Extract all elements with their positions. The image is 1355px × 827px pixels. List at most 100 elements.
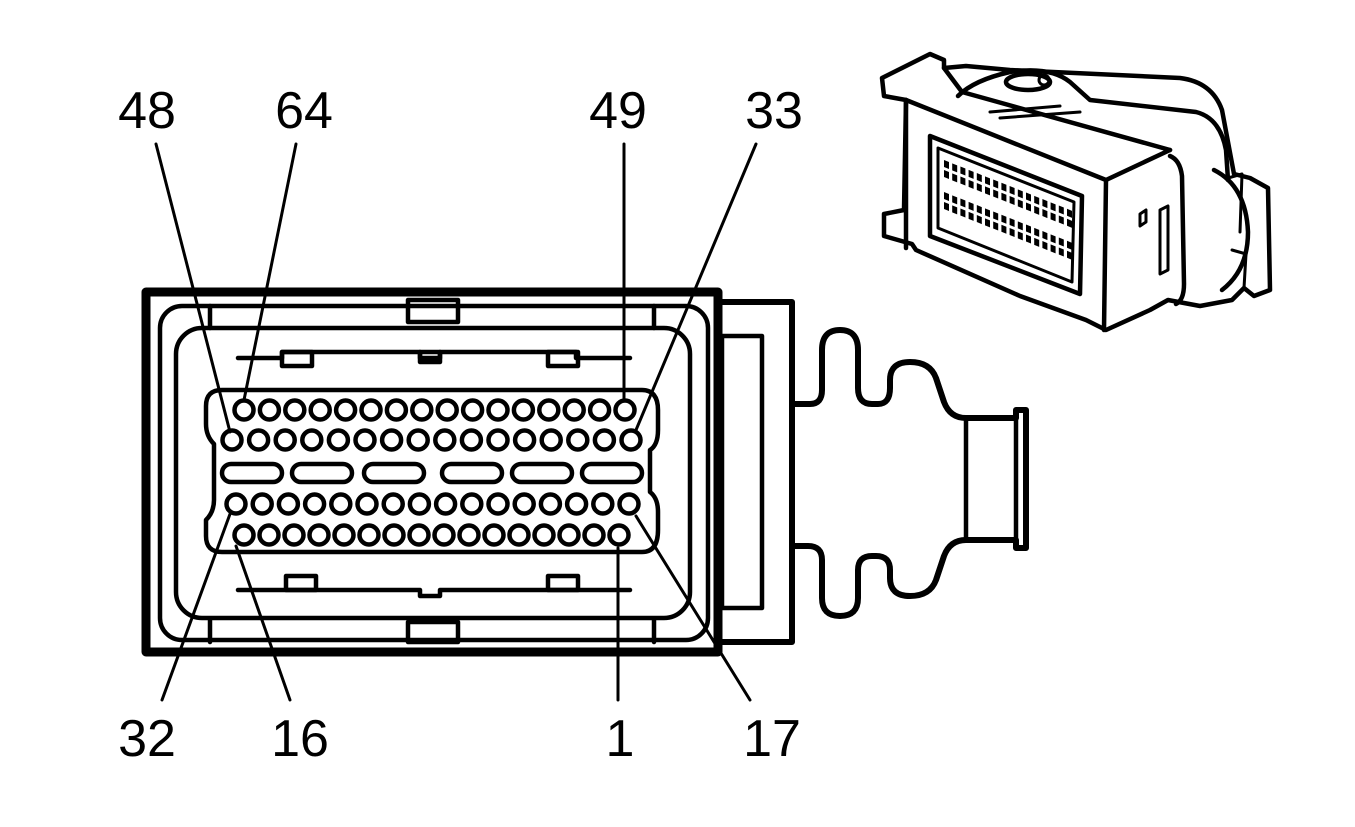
row-bottom-inner-pin-13 xyxy=(532,523,556,547)
iso-pin-4-11 xyxy=(1026,234,1031,244)
row-bottom-pin-10 xyxy=(460,492,484,516)
iso-side-notch xyxy=(1138,208,1148,228)
row-top-inner-pin-3 xyxy=(283,398,307,422)
row-bottom-inner-pin-9 xyxy=(432,523,456,547)
iso-pin-2-2 xyxy=(952,173,958,183)
bottom-latch-corners xyxy=(207,617,657,645)
row-bottom-pin-5 xyxy=(329,492,353,516)
iso-pin-1-10 xyxy=(1017,189,1023,199)
iso-pin-2-1 xyxy=(944,170,949,180)
iso-pin-3-16 xyxy=(1067,240,1072,250)
connector-seal-frame xyxy=(173,325,693,621)
row-top-pin-3 xyxy=(273,428,297,452)
iso-latch-pin xyxy=(1037,73,1051,87)
bottom-key-right xyxy=(545,573,581,593)
iso-pin-1-12 xyxy=(1034,195,1040,205)
iso-top-right-edge xyxy=(1103,147,1173,183)
row-top-inner-pin-16 xyxy=(613,398,637,422)
iso-pin-4-8 xyxy=(1001,224,1007,234)
row-top-inner-pin-15 xyxy=(587,398,612,422)
iso-pin-4-16 xyxy=(1067,250,1072,260)
iso-pin-3-2 xyxy=(952,195,958,205)
iso-face-inner xyxy=(936,146,1076,284)
iso-pin-3-13 xyxy=(1042,231,1048,241)
pin-row-bottom-inner xyxy=(232,523,631,547)
iso-pin-4-13 xyxy=(1042,241,1048,251)
keying-slot-3 xyxy=(361,461,427,485)
iso-pin-1-3 xyxy=(960,166,966,176)
row-top-inner-pin-2 xyxy=(257,398,282,422)
iso-pin-3-15 xyxy=(1058,237,1064,247)
iso-pin-1-11 xyxy=(1026,192,1031,202)
row-bottom-inner-pin-12 xyxy=(507,523,531,547)
iso-pin-3-11 xyxy=(1026,224,1031,234)
iso-pin-4-9 xyxy=(1009,228,1015,238)
connector-face xyxy=(141,287,723,657)
keying-slot-row xyxy=(219,461,645,485)
pin-row-top-inner xyxy=(232,398,637,422)
pin-label-64: 64 xyxy=(275,82,333,140)
leader-32 xyxy=(160,512,232,702)
row-bottom-pin-4 xyxy=(302,492,327,516)
leader-lines xyxy=(154,142,758,702)
iso-pin-1-7 xyxy=(993,179,999,189)
bottom-key-left xyxy=(283,573,319,593)
row-top-inner-pin-6 xyxy=(359,398,383,422)
iso-pin-1-13 xyxy=(1042,199,1048,209)
keying-slot-6 xyxy=(579,461,645,485)
row-top-pin-10 xyxy=(459,428,484,452)
iso-pin-1-8 xyxy=(1001,182,1007,192)
row-bottom-inner-pin-15 xyxy=(582,523,606,547)
keying-slot-5 xyxy=(509,461,575,485)
top-key-right xyxy=(545,349,581,369)
connector-isometric-view xyxy=(879,51,1273,333)
row-bottom-inner-pin-4 xyxy=(307,523,331,547)
row-bottom-pin-3 xyxy=(276,492,301,516)
row-top-pin-4 xyxy=(300,428,324,452)
row-top-pin-16 xyxy=(619,428,643,452)
row-top-inner-pin-8 xyxy=(410,398,434,422)
iso-pin-4-5 xyxy=(976,215,982,225)
pin-label-1: 1 xyxy=(606,710,635,768)
row-bottom-inner-pin-5 xyxy=(332,523,356,547)
iso-face-recess xyxy=(927,133,1085,297)
row-top-pin-6 xyxy=(353,428,377,452)
iso-pin-2-9 xyxy=(1009,196,1015,206)
top-key-center xyxy=(417,349,443,365)
row-bottom-pin-12 xyxy=(512,492,536,516)
row-bottom-pin-11 xyxy=(486,492,510,516)
row-bottom-pin-15 xyxy=(591,492,615,516)
row-top-pin-9 xyxy=(433,428,457,452)
iso-pin-1-4 xyxy=(968,169,974,179)
iso-pin-1-15 xyxy=(1058,205,1064,215)
row-bottom-inner-pin-6 xyxy=(357,523,381,547)
row-top-inner-pin-12 xyxy=(511,398,536,422)
iso-pin-4-2 xyxy=(952,205,958,215)
keying-slot-1 xyxy=(219,461,285,485)
pin-row-top xyxy=(220,428,643,452)
row-bottom-pin-7 xyxy=(381,492,405,516)
row-bottom-pin-2 xyxy=(250,492,274,516)
iso-pin-3-5 xyxy=(976,205,982,215)
iso-pin-2-7 xyxy=(993,189,999,199)
iso-pin-2-13 xyxy=(1042,209,1048,219)
top-latch-corners xyxy=(207,303,657,331)
pin-row-bottom xyxy=(224,492,641,516)
row-top-pin-13 xyxy=(539,428,563,452)
iso-pin-3-3 xyxy=(960,198,966,208)
iso-pin-1-6 xyxy=(985,176,990,186)
row-top-pin-2 xyxy=(246,428,271,452)
iso-pin-3-1 xyxy=(944,192,949,202)
row-bottom-inner-pin-16 xyxy=(607,523,631,547)
iso-pin-4-6 xyxy=(985,218,990,228)
row-bottom-inner-pin-14 xyxy=(557,523,581,547)
iso-pin-grid xyxy=(944,160,1072,260)
row-top-inner-pin-9 xyxy=(435,398,459,422)
leader-17 xyxy=(634,514,752,702)
iso-pin-2-8 xyxy=(1001,192,1007,202)
top-key-left xyxy=(279,349,315,369)
row-bottom-inner-pin-1 xyxy=(232,523,256,547)
keying-slot-2 xyxy=(289,461,355,485)
iso-pin-4-10 xyxy=(1017,231,1023,241)
row-top-inner-pin-1 xyxy=(232,398,256,422)
